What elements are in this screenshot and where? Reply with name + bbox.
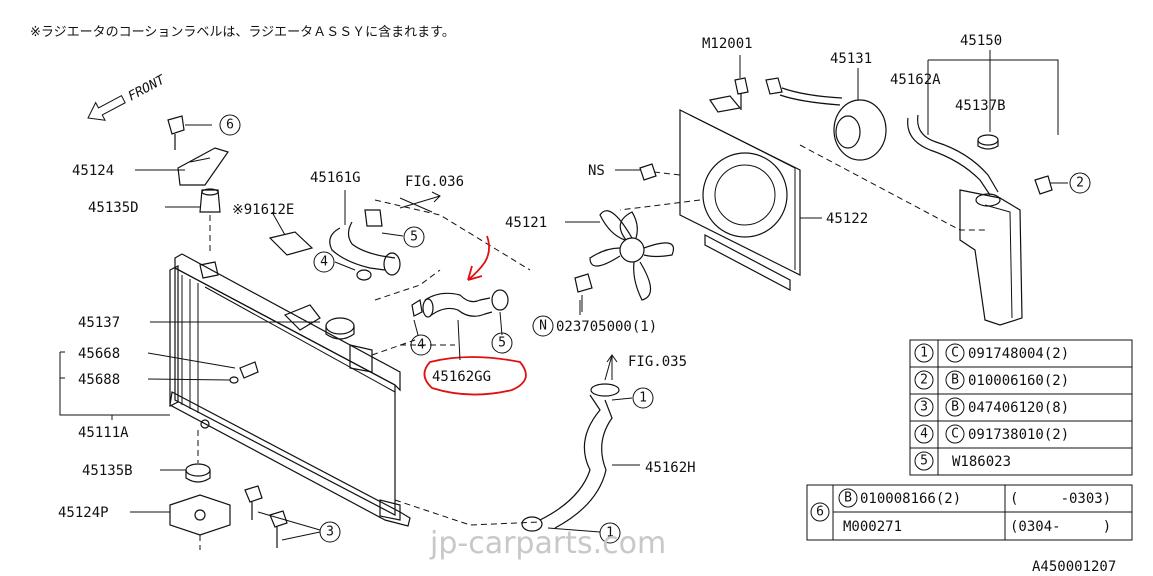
fan-shroud-45122	[679, 95, 801, 291]
table-idx-2: 2	[920, 373, 928, 388]
label-45162A: 45162A	[890, 72, 941, 88]
label-45137B: 45137B	[955, 98, 1006, 114]
part-labels: 45124 45135D ※91612E 45161G FIG.036 4513…	[58, 33, 1006, 521]
label-45137: 45137	[78, 315, 120, 331]
label-45124: 45124	[72, 163, 114, 179]
parts-table: 1 C 091748004(2) 2 B 010006160(2) 3 B 04…	[909, 339, 1133, 476]
table-idx-1: 1	[920, 346, 928, 361]
callout-3: 3	[326, 525, 334, 540]
table-code-2: 010006160(2)	[968, 373, 1069, 389]
table-type-1: C	[951, 346, 959, 361]
label-45668: 45668	[78, 346, 120, 362]
fig036-arrow-icon	[399, 191, 441, 209]
label-45135D: 45135D	[88, 200, 139, 216]
callout-n: N	[539, 319, 547, 334]
table6-range-1: ( -0303)	[1010, 491, 1111, 507]
parts-table-6: 6 B 010008166(2) ( -0303) M000271 (0304-…	[806, 484, 1133, 541]
table-type-2: B	[951, 373, 959, 388]
label-45135B: 45135B	[82, 463, 133, 479]
label-91612E: ※91612E	[232, 202, 294, 218]
lower-hose-45162H	[521, 383, 620, 532]
fan-blade-45121	[589, 210, 674, 301]
fig035-arrow-icon	[606, 354, 618, 380]
label-fig036: FIG.036	[405, 174, 464, 190]
label-M12001: M12001	[702, 36, 753, 52]
table-type-4: C	[951, 427, 959, 442]
table-code-4: 091738010(2)	[968, 427, 1069, 443]
label-45111A: 45111A	[78, 425, 129, 441]
table-code-3: 047406120(8)	[968, 400, 1069, 416]
callout-circles: 6 5 4 4 5 1 1 3 2 N	[219, 114, 1091, 544]
table-type-3: B	[951, 400, 959, 415]
front-label: FRONT	[126, 72, 169, 104]
drain-plug	[229, 361, 259, 384]
leader-lines	[59, 50, 1068, 541]
label-fig035: FIG.035	[628, 354, 687, 370]
radiator-assembly	[169, 253, 411, 527]
label-NS: NS	[588, 163, 605, 179]
callout-1-lower: 1	[606, 526, 614, 541]
label-023705000: 023705000(1)	[556, 319, 657, 335]
caution-note: ※ラジエータのコーションラベルは、ラジエータＡＳＳＹに含まれます。	[30, 24, 455, 40]
label-45162GG: 45162GG	[432, 369, 491, 385]
table6-code-1: 010008166(2)	[860, 491, 961, 507]
table6-range-2: (0304- )	[1010, 519, 1111, 535]
callout-5-upper: 5	[410, 230, 418, 245]
lower-bracket	[169, 430, 288, 550]
caution-label-sticker	[268, 231, 314, 256]
callout-1-upper: 1	[639, 391, 647, 406]
label-45124P: 45124P	[58, 505, 109, 521]
callout-2: 2	[1076, 176, 1084, 191]
label-45121: 45121	[505, 215, 547, 231]
hose-45162GG	[411, 289, 509, 318]
upper-bracket	[167, 115, 229, 255]
label-45161G: 45161G	[310, 170, 361, 186]
label-45688: 45688	[78, 372, 120, 388]
diagram-code: A450001207	[1032, 559, 1116, 575]
table6-idx: 6	[816, 505, 824, 520]
highlight-markup	[423, 235, 527, 396]
fan-motor-45131	[765, 77, 887, 161]
front-arrow-icon: FRONT	[87, 72, 169, 121]
table-code-1: 091748004(2)	[968, 346, 1069, 362]
table-idx-4: 4	[920, 427, 928, 442]
label-45131: 45131	[830, 51, 872, 67]
label-45150: 45150	[960, 33, 1002, 49]
reserve-tank-45150	[907, 114, 1053, 326]
callout-6-upper: 6	[226, 118, 234, 133]
callout-5-lower: 5	[498, 336, 506, 351]
nut-NS	[639, 163, 657, 181]
bolt-M12001	[734, 77, 749, 95]
table6-type: B	[844, 491, 852, 506]
label-45162H: 45162H	[645, 460, 696, 476]
radiator-cap-icon	[325, 317, 355, 335]
upper-hose-45161G	[329, 209, 401, 281]
nut-023705000	[574, 273, 593, 293]
table6-code-2: M000271	[843, 519, 902, 535]
table-code-5: W186023	[952, 454, 1011, 470]
callout-4-lower: 4	[417, 338, 425, 353]
callout-4-upper: 4	[320, 255, 328, 270]
watermark: jp-carparts.com	[429, 526, 666, 561]
table-idx-3: 3	[920, 400, 928, 415]
label-45122: 45122	[826, 211, 868, 227]
table-idx-5: 5	[920, 454, 928, 469]
